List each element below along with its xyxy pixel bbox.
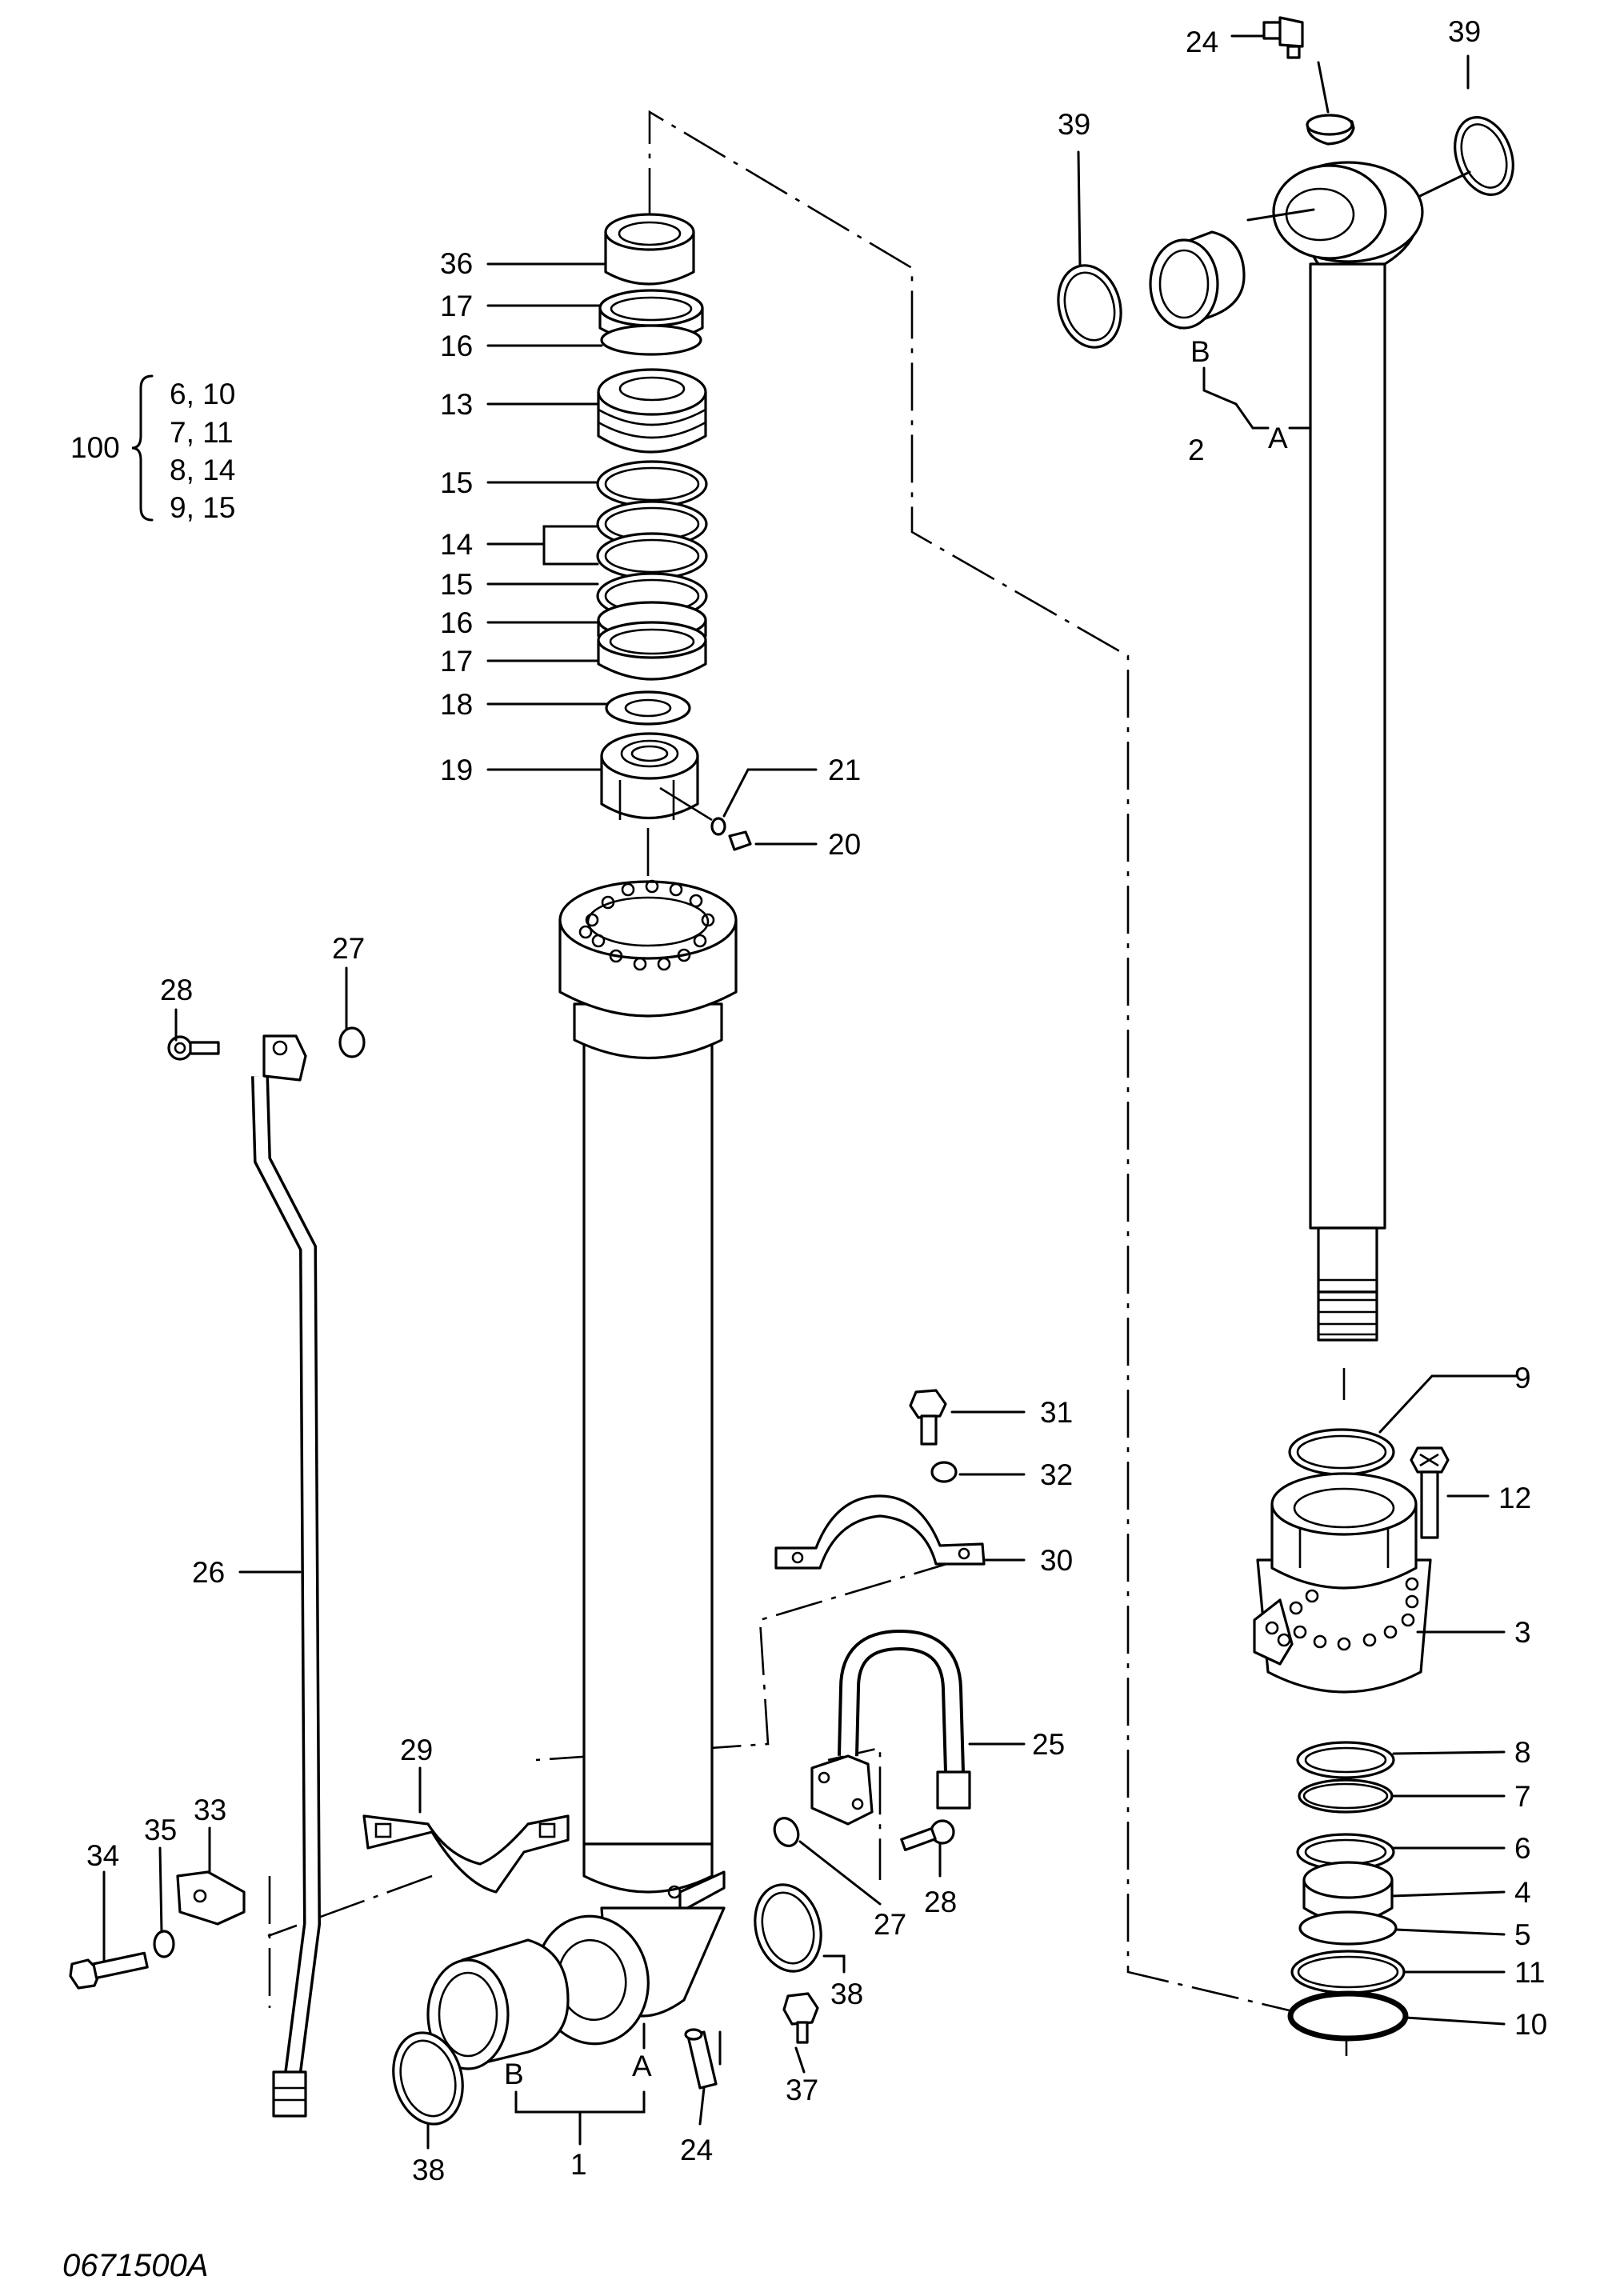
callout-17: 17 [440,645,473,678]
bolt-28-bottom [900,1819,955,1852]
callout-11: 11 [1514,1956,1545,1989]
callout-6: 6 [1514,1832,1531,1865]
callout-14: 14 [440,528,473,561]
callout-16: 16 [440,606,473,639]
callout-28: 28 [924,1886,957,1918]
callout-24: 24 [1186,26,1218,58]
callout-13: 13 [440,388,473,421]
callout-27: 27 [332,932,365,965]
drawing-code: 0671500A [62,2248,208,2283]
callout-39: 39 [1058,108,1090,141]
part-callouts: 36 17 16 13 15 14 15 16 17 18 19 21 20 2… [86,15,1547,2186]
piston-rod [1272,114,1424,1342]
callout-label-B: B [1190,335,1210,368]
callout-27: 27 [874,1908,906,1941]
callout-label-A: A [632,2050,652,2082]
callout-34: 34 [86,1839,119,1872]
callout-26: 26 [192,1556,225,1589]
callout-15: 15 [440,568,473,601]
cylinder-tube [534,879,738,2046]
grease-fitting-24-bottom [684,2028,718,2090]
kit-row-1: 6, 10 [170,378,235,410]
o-ring-27-center [773,1817,800,1847]
callout-39: 39 [1448,15,1481,48]
callout-4: 4 [1514,1876,1531,1909]
seal-ring-39-right [1454,115,1514,197]
bolt-28-top [167,1035,220,1061]
callout-33: 33 [194,1794,226,1826]
callout-16: 16 [440,330,473,362]
tube-bushing [426,1938,570,2070]
callout-label-B: B [504,2058,524,2090]
callout-29: 29 [400,1734,433,1766]
head-parts-stack [596,213,752,851]
callout-31: 31 [1040,1396,1073,1429]
callout-24: 24 [680,2134,713,2166]
callout-17: 17 [440,290,473,322]
kit-row-3: 8, 14 [170,454,235,486]
kit-callout: 100 6, 10 7, 11 8, 14 9, 15 [70,378,235,524]
clamp-29 [362,1814,570,1894]
clamp-30 [774,1494,986,1570]
callout-label-A: A [1268,422,1288,454]
seal-ring-39-left [1057,264,1122,349]
callout-28: 28 [160,974,193,1006]
callout-35: 35 [144,1814,177,1846]
block-33 [176,1870,246,1926]
kit-row-2: 7, 11 [170,416,234,449]
piston-parts-stack [1253,1428,1450,2042]
pipe-26 [251,1034,322,2118]
callout-12: 12 [1498,1482,1531,1514]
washer-35 [153,1930,175,1958]
callout-9: 9 [1514,1362,1531,1394]
callout-15: 15 [440,466,473,499]
callout-38: 38 [830,1978,863,2010]
callout-21: 21 [828,754,861,786]
callout-38: 38 [412,2154,445,2186]
kit-number: 100 [70,431,120,464]
callout-10: 10 [1514,2008,1547,2041]
callout-19: 19 [440,754,473,786]
callout-37: 37 [786,2074,818,2106]
callout-18: 18 [440,688,473,721]
leader-lines [102,34,1518,2150]
callout-7: 7 [1514,1780,1531,1813]
bolt-31 [909,1389,947,1446]
callout-2: 2 [1188,434,1205,466]
callout-30: 30 [1040,1544,1073,1577]
callout-1: 1 [570,2148,587,2181]
pipe-25 [810,1629,971,1826]
o-ring-27-top [338,1026,366,1058]
rod-bushing [1149,230,1246,330]
callout-25: 25 [1032,1728,1065,1761]
callout-5: 5 [1514,1918,1531,1951]
grease-fitting-24-top [1262,16,1304,59]
callout-20: 20 [828,828,861,861]
seal-ring-38-right [754,1883,822,1973]
flange-bolt-holes [578,879,715,971]
bolt-34 [69,1951,149,1990]
bolt-37 [782,1992,819,2044]
callout-32: 32 [1040,1458,1073,1491]
kit-row-4: 9, 15 [170,491,235,524]
seal-ring-38-left [392,2031,464,2126]
callout-36: 36 [440,247,473,280]
callout-3: 3 [1514,1616,1531,1649]
callout-8: 8 [1514,1736,1531,1769]
washer-32 [930,1461,958,1483]
